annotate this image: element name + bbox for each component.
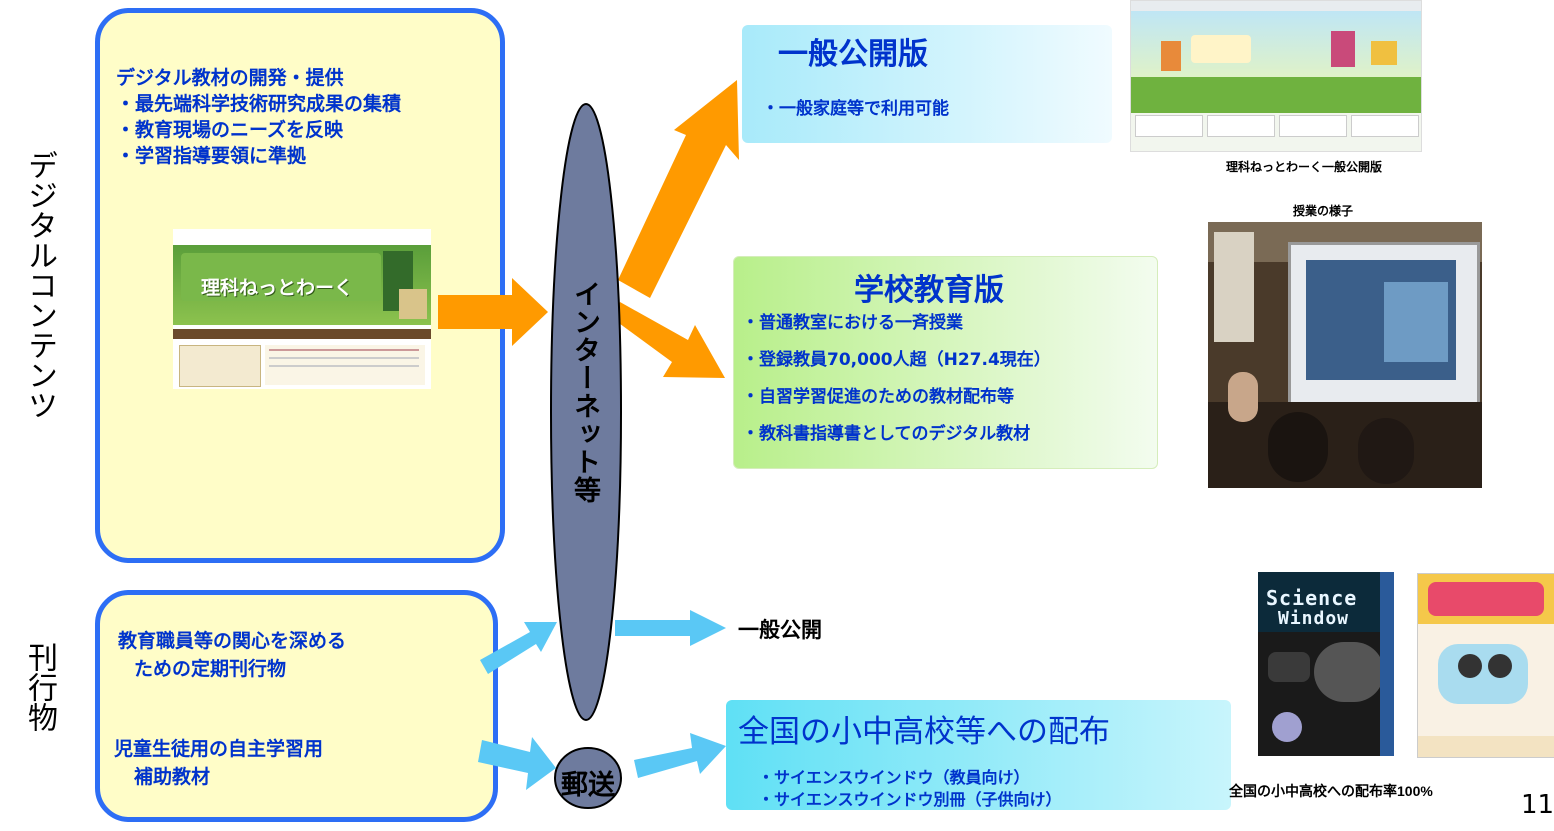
general-public-label: 一般公開 [738,618,822,642]
publications-text: 刊行物 [22,642,57,732]
publication-item-teachers-line2: ための定期刊行物 [134,658,287,680]
rika-network-screenshot: 理科ねっとわーく [173,229,431,389]
distribution-rate-caption: 全国の小中高校への配布率100% [1229,783,1433,799]
mail-label: 郵送 [561,770,615,801]
class-photo-caption: 授業の様子 [1293,204,1354,218]
public-version-screenshot [1130,0,1422,152]
publications-box: 教育職員等の関心を深める ための定期刊行物 児童生徒用の自主学習用 補助教材 [95,590,498,822]
mail-circle [554,747,622,809]
digital-box-item: ・学習指導要領に準拠 [116,145,307,167]
magazine-title-line2: Window [1278,608,1350,629]
blue-arrow-pub-to-internet [480,622,557,674]
publication-item-students-line2: 補助教材 [134,766,211,788]
public-version-panel: 一般公開版 ・一般家庭等で利用可能 [742,25,1112,143]
screenshot-title: 理科ねっとわーく [201,277,354,299]
orange-arrow-to-public [618,80,739,298]
publication-item-students-line1: 児童生徒用の自主学習用 [114,738,324,760]
publication-item-teachers-line1: 教育職員等の関心を深める [118,630,347,652]
distribution-title: 全国の小中高校等への配布 [738,714,1110,750]
digital-box-text: デジタル教材の開発・提供 ・最先端科学技術研究成果の集積 ・教育現場のニーズを反… [116,65,401,169]
school-version-list: ・普通教室における一斉授業 ・登録教員70,000人超（H27.4現在） ・自習… [742,305,1051,453]
blue-arrow-to-general-public [615,610,726,646]
distribution-item: ・サイエンスウインドウ（教員向け） [758,768,1030,787]
science-window-cover: Science Window [1258,572,1394,756]
public-version-title: 一般公開版 [778,37,928,72]
digital-content-text: デジタルコンテンツ [22,150,57,420]
orange-arrow-to-school [612,302,725,378]
school-version-item: ・教科書指導書としてのデジタル教材 [742,424,1031,444]
internet-ellipse [550,103,622,721]
digital-content-box: デジタル教材の開発・提供 ・最先端科学技術研究成果の集積 ・教育現場のニーズを反… [95,8,505,563]
digital-box-title: デジタル教材の開発・提供 [116,67,344,89]
blue-arrow-pub-to-mail [478,737,556,790]
internet-label: インターネット等 [569,280,600,504]
school-version-title: 学校教育版 [854,273,1004,308]
distribution-panel: 全国の小中高校等への配布 ・サイエンスウインドウ（教員向け） ・サイエンスウイン… [726,700,1231,810]
page-number: 11 [1521,790,1554,820]
school-version-item: ・自習学習促進のための教材配布等 [742,387,1014,407]
publications-label: 刊行物 [22,642,62,732]
digital-box-item: ・教育現場のニーズを反映 [116,119,344,141]
school-version-item: ・登録教員70,000人超（H27.4現在） [742,350,1051,370]
science-window-special-cover [1417,573,1554,758]
magazine-title-line1: Science [1266,586,1358,610]
distribution-item: ・サイエンスウインドウ別冊（子供向け） [758,790,1062,809]
orange-arrow-to-internet [438,278,548,346]
class-photo [1208,222,1482,488]
school-version-panel: 学校教育版 ・普通教室における一斉授業 ・登録教員70,000人超（H27.4現… [733,256,1158,469]
public-version-item: ・一般家庭等で利用可能 [762,99,949,119]
school-version-item: ・普通教室における一斉授業 [742,313,963,333]
digital-content-label: デジタルコンテンツ [22,150,62,420]
digital-box-item: ・最先端科学技術研究成果の集積 [116,93,402,115]
public-screenshot-caption: 理科ねっとわーく一般公開版 [1226,160,1383,174]
blue-arrow-mail-to-distribution [634,733,726,778]
